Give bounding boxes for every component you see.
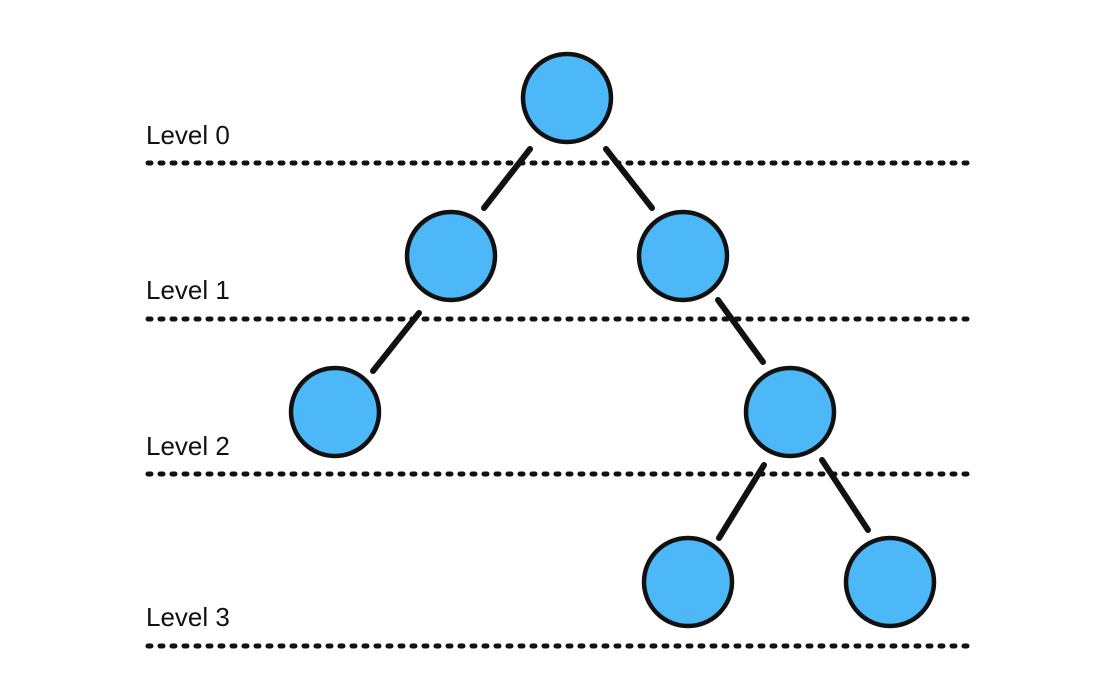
tree-node-n2 (636, 209, 730, 303)
edge-n4-n5 (716, 462, 767, 541)
level-label-3: Level 3 (146, 602, 230, 632)
level-label-0: Level 0 (146, 120, 230, 150)
tree-node-n3 (288, 365, 382, 459)
tree-node-n6 (843, 535, 937, 629)
level-labels: Level 0 Level 1 Level 2 Level 3 (146, 120, 230, 632)
edge-n0-n1 (481, 146, 533, 211)
tree-node-n4 (743, 365, 837, 459)
edge-n2-n4 (715, 297, 766, 365)
tree-node-n5 (641, 535, 735, 629)
tree-node-n0 (520, 51, 614, 145)
edge-n4-n6 (819, 457, 871, 533)
tree-node-n1 (404, 209, 498, 303)
edge-n1-n3 (370, 310, 422, 374)
level-label-1: Level 1 (146, 275, 230, 305)
tree-edges (370, 146, 871, 541)
level-lines (145, 160, 973, 649)
level-label-2: Level 2 (146, 431, 230, 461)
edge-n0-n2 (603, 146, 655, 211)
tree-nodes (288, 51, 937, 629)
